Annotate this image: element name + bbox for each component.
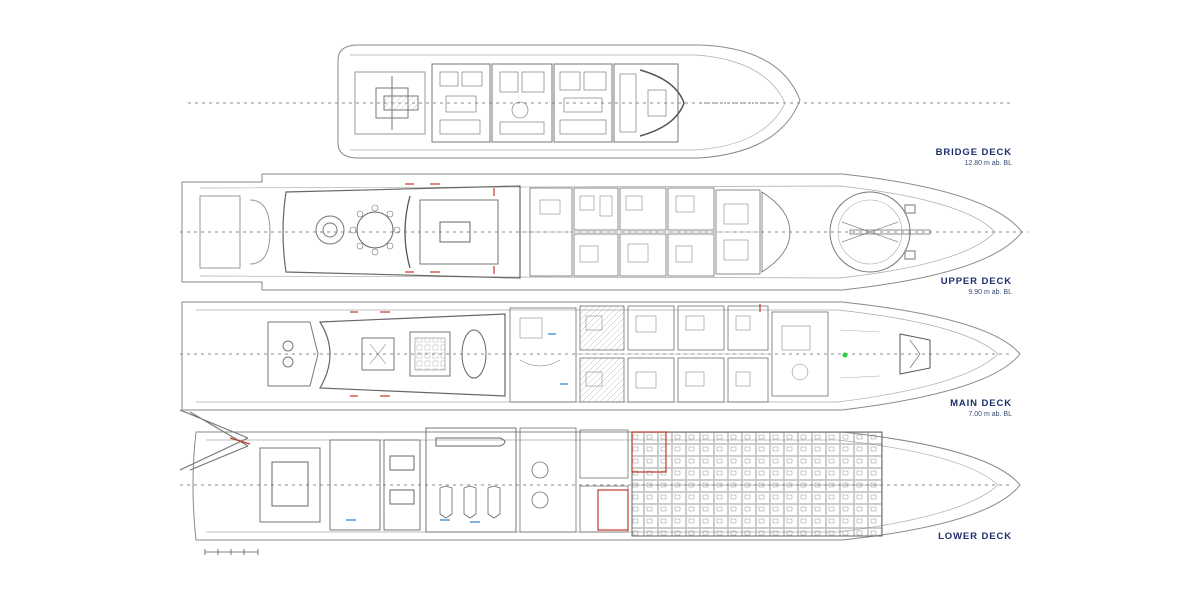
upper-dining-table xyxy=(356,211,394,249)
main-blue-marks xyxy=(548,333,568,385)
deck-name-upper: UPPER DECK xyxy=(940,276,1012,287)
upper-deck-plan xyxy=(180,173,1028,291)
deck-height-main: 7.00 m ab. BL xyxy=(968,411,1012,418)
crew-cabins xyxy=(631,431,883,537)
main-deck-marker xyxy=(842,352,848,358)
upper-hull-outline xyxy=(181,173,1023,291)
main-accent-marks xyxy=(350,304,761,397)
lower-hull-outline xyxy=(192,431,1021,541)
deck-height-upper: 9.90 m ab. BL xyxy=(968,289,1012,296)
bridge-hull-outline xyxy=(337,44,801,159)
main-hull-outline xyxy=(181,301,1021,411)
deck-name-bridge: BRIDGE DECK xyxy=(935,147,1012,158)
main-dining-table xyxy=(461,329,487,379)
deck-height-bridge: 12.80 m ab. BL xyxy=(964,160,1012,167)
deck-label-upper: UPPER DECK 9.90 m ab. BL xyxy=(941,276,1012,297)
lower-aft-crane xyxy=(179,409,249,471)
helipad xyxy=(829,191,911,273)
deck-name-lower: LOWER DECK xyxy=(938,531,1012,542)
main-deck-plan xyxy=(180,301,1021,411)
deck-label-bridge: BRIDGE DECK 12.80 m ab. BL xyxy=(936,147,1012,168)
deck-name-main: MAIN DECK xyxy=(950,398,1012,409)
tender-bay xyxy=(425,427,517,533)
deck-label-lower: LOWER DECK xyxy=(938,531,1012,543)
lower-accent-marks xyxy=(229,431,667,531)
bridge-deck-plan xyxy=(188,44,1012,159)
lower-blue-marks xyxy=(346,519,480,523)
deck-label-main: MAIN DECK 7.00 m ab. BL xyxy=(950,398,1012,419)
scale-bar xyxy=(204,549,259,555)
lower-deck-plan xyxy=(179,409,1021,541)
upper-accent-marks xyxy=(405,183,495,274)
upper-aft-seating xyxy=(315,215,345,245)
